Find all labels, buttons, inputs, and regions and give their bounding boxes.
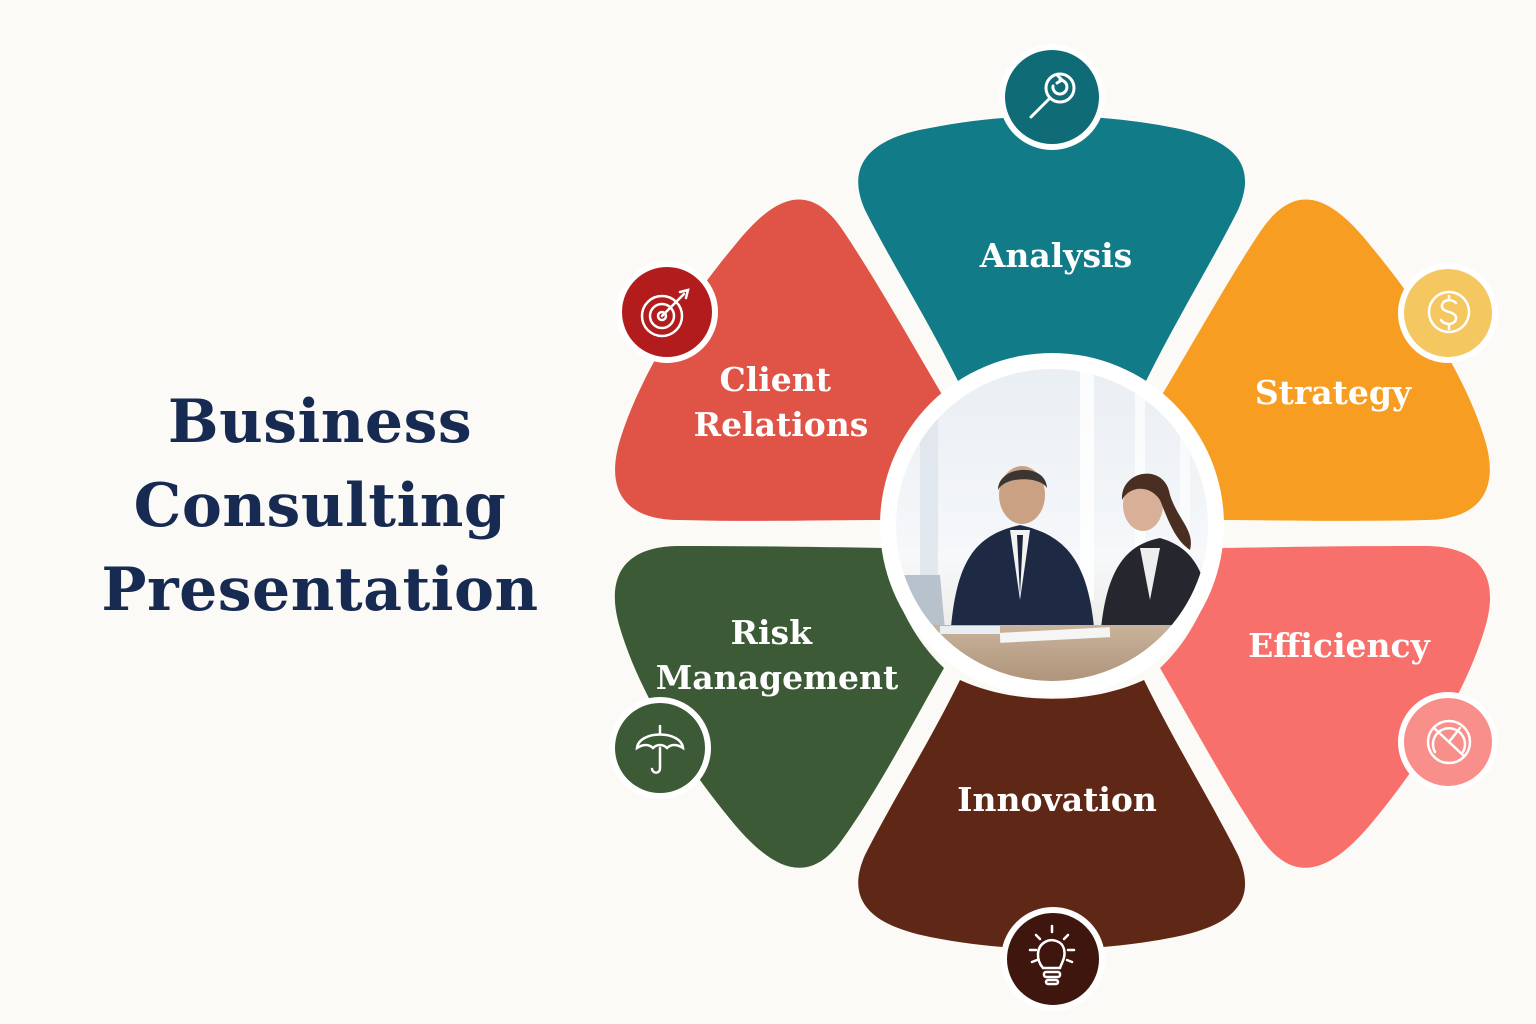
umbrella-icon bbox=[635, 724, 685, 774]
analysis-badge bbox=[999, 44, 1105, 150]
segment-label-innovation: Innovation bbox=[957, 780, 1157, 819]
segment-label-risk-management: Risk Management bbox=[656, 613, 899, 697]
title-block: Business Consulting Presentation bbox=[60, 380, 580, 632]
segment-efficiency bbox=[1160, 546, 1491, 868]
title-line-3: Presentation bbox=[101, 555, 539, 625]
segment-client-relations bbox=[615, 199, 944, 521]
segment-label-client-relations: Client Relations bbox=[694, 360, 869, 444]
segment-label-efficiency: Efficiency bbox=[1248, 626, 1430, 665]
gauge-icon bbox=[1426, 719, 1472, 765]
strategy-badge bbox=[1398, 263, 1498, 363]
dollar-coin-icon bbox=[1427, 290, 1471, 334]
risk-management-badge bbox=[609, 697, 711, 799]
center-photo bbox=[880, 353, 1224, 697]
magnifier-refresh-icon bbox=[1029, 72, 1076, 119]
segment-strategy bbox=[1160, 199, 1490, 521]
segment-analysis bbox=[858, 116, 1246, 385]
segment-label-analysis: Analysis bbox=[979, 236, 1132, 275]
segment-risk-management bbox=[614, 546, 944, 868]
client-relations-badge bbox=[616, 261, 718, 363]
target-icon bbox=[640, 288, 690, 338]
lightbulb-icon bbox=[1028, 924, 1076, 986]
segment-label-strategy: Strategy bbox=[1255, 373, 1412, 412]
efficiency-badge bbox=[1398, 692, 1498, 792]
segment-innovation bbox=[858, 680, 1246, 949]
title-line-1: Business bbox=[167, 387, 473, 457]
innovation-badge bbox=[1001, 907, 1105, 1011]
title-line-2: Consulting bbox=[133, 471, 507, 541]
